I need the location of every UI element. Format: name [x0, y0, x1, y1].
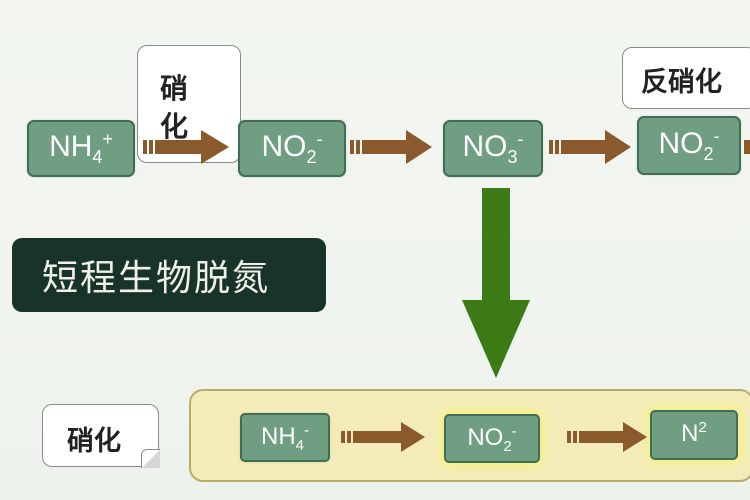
node-no2-top: NO2-	[238, 120, 346, 177]
node-no2-bottom: NO2-	[444, 414, 540, 463]
nitrification-note-bottom-text: 硝化	[67, 426, 121, 457]
node-nh4-top: NH4+	[27, 120, 135, 177]
nitrification-note-bottom: 硝化	[42, 404, 160, 468]
diagram-title: 短程生物脱氮	[12, 238, 326, 312]
flow-arrow-4-stub	[744, 140, 750, 154]
node-nh4-bottom: NH4-	[240, 413, 330, 462]
flow-arrow-3	[549, 130, 631, 164]
node-formula: N2	[681, 419, 707, 448]
nitrification-note-text: 硝化	[160, 72, 189, 143]
denitrification-note: 反硝化	[622, 47, 750, 109]
flow-arrow-bottom-1	[341, 422, 425, 452]
node-formula: NH4+	[49, 129, 113, 167]
node-no2-right: NO2-	[637, 116, 741, 175]
node-formula: NO2-	[658, 126, 720, 164]
down-arrow	[462, 188, 530, 378]
node-no3-top: NO3-	[443, 120, 543, 177]
node-formula: NO2-	[467, 422, 517, 455]
node-formula: NO2-	[261, 129, 323, 167]
flow-arrow-1	[143, 130, 229, 164]
note-fold-corner	[141, 449, 160, 468]
flow-arrow-2	[350, 130, 432, 164]
flow-arrow-bottom-2	[567, 422, 647, 452]
node-n2-bottom: N2	[650, 410, 738, 460]
node-formula: NH4-	[260, 421, 309, 454]
node-formula: NO3-	[462, 129, 524, 167]
denitrification-note-text: 反硝化	[641, 67, 722, 98]
